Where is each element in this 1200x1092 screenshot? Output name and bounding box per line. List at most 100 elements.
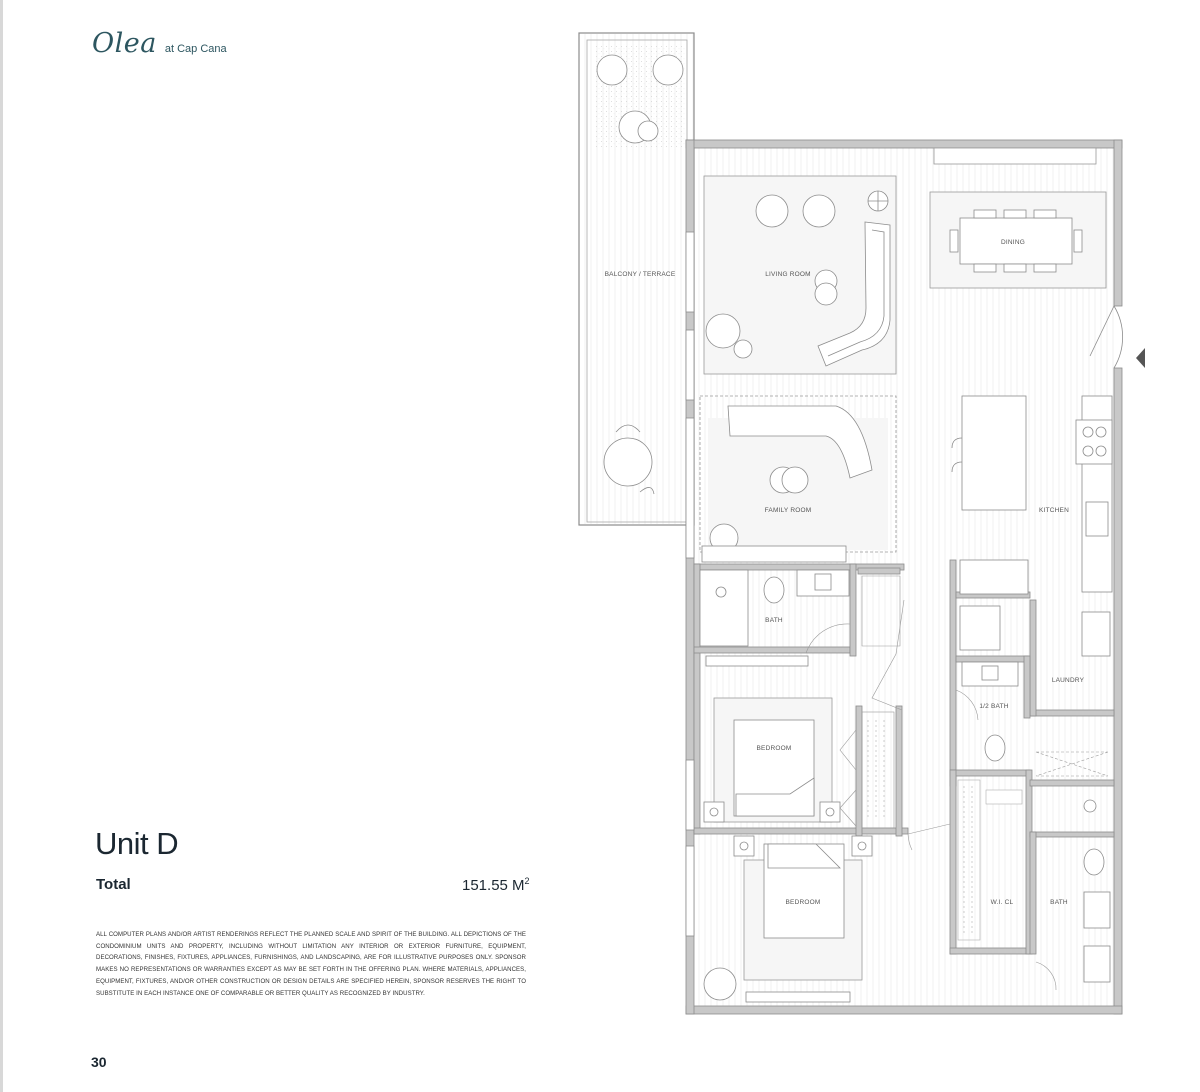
left-windows bbox=[685, 231, 695, 937]
page-edge bbox=[0, 0, 3, 1092]
lamp-icon bbox=[857, 841, 867, 851]
toilet bbox=[984, 734, 1006, 762]
family-sofa bbox=[727, 405, 873, 479]
kitchen-fixtures bbox=[951, 395, 1113, 657]
wall-closet-right bbox=[895, 705, 903, 837]
wall-top bbox=[685, 139, 1123, 149]
wall-wic-top bbox=[949, 769, 1031, 777]
living-furniture bbox=[705, 190, 891, 367]
toilet bbox=[763, 576, 785, 604]
sink bbox=[1083, 891, 1111, 929]
dining-chair bbox=[1033, 263, 1057, 273]
dresser bbox=[745, 991, 851, 1003]
refrigerator bbox=[959, 559, 1029, 595]
total-label: Total bbox=[96, 876, 131, 893]
total-area: 151.55 M2 bbox=[462, 876, 530, 894]
wall-bedrooms-divider bbox=[693, 827, 909, 835]
sink bbox=[981, 665, 999, 681]
bed-pillow bbox=[767, 843, 841, 869]
wall-laundry-left bbox=[1029, 599, 1037, 717]
wall-bath-right bbox=[849, 563, 857, 657]
room-label-dining: DINING bbox=[1001, 239, 1025, 246]
lounge-chair bbox=[596, 54, 628, 86]
bath-1-fixtures bbox=[699, 569, 850, 667]
window bbox=[685, 329, 695, 401]
bath-2-fixtures bbox=[1083, 799, 1111, 983]
sink bbox=[1083, 945, 1111, 983]
kitchen-island bbox=[961, 395, 1027, 511]
burner-icon bbox=[1095, 445, 1107, 457]
ceiling-hatch bbox=[1035, 751, 1109, 777]
shower-head-icon bbox=[1083, 799, 1097, 813]
shower-drain-icon bbox=[715, 586, 727, 598]
page-number: 30 bbox=[91, 1054, 107, 1070]
room-label-laundry: LAUNDRY bbox=[1052, 677, 1085, 684]
laundry-sink bbox=[1081, 611, 1111, 657]
room-label-kitchen: KITCHEN bbox=[1039, 507, 1069, 514]
wall-right-upper bbox=[1113, 139, 1123, 307]
room-label-half-bath: 1/2 BATH bbox=[979, 703, 1008, 710]
balcony-furniture bbox=[596, 54, 684, 495]
room-label-family: FAMILY ROOM bbox=[765, 507, 812, 514]
hall-closet bbox=[861, 575, 901, 647]
wic-shelving bbox=[957, 779, 1023, 941]
brand: Olea at Cap Cana bbox=[92, 28, 227, 59]
lamp-icon bbox=[709, 807, 719, 817]
exterior-walls bbox=[685, 139, 1123, 1015]
armchair bbox=[703, 967, 737, 1001]
lamp-icon bbox=[825, 807, 835, 817]
half-bath-door[interactable] bbox=[955, 689, 979, 721]
entry-door[interactable] bbox=[1089, 305, 1123, 369]
dining-furniture bbox=[949, 209, 1083, 273]
closet-door[interactable] bbox=[839, 729, 857, 827]
shower bbox=[699, 569, 749, 647]
wall-wic-left bbox=[949, 769, 957, 955]
room-label-balcony: BALCONY / TERRACE bbox=[605, 271, 676, 278]
sofa-seat-line bbox=[827, 229, 885, 357]
media-console bbox=[701, 545, 847, 563]
wall-closet-top bbox=[857, 567, 901, 575]
dining-chair bbox=[973, 209, 997, 219]
wall-bath2-left bbox=[1029, 831, 1037, 955]
washer-dryer bbox=[959, 605, 1001, 651]
dining-chair bbox=[1003, 209, 1027, 219]
burner-icon bbox=[1082, 445, 1094, 457]
cooktop bbox=[1075, 419, 1113, 465]
bedroom-1-closet bbox=[861, 711, 895, 829]
top-sill bbox=[933, 147, 1097, 165]
bath-2-door[interactable] bbox=[1035, 961, 1057, 991]
lounge-chair bbox=[755, 194, 789, 228]
window bbox=[685, 759, 695, 831]
burner-icon bbox=[1082, 426, 1094, 438]
lounge-chair bbox=[652, 54, 684, 86]
lounge-chair bbox=[802, 194, 836, 228]
total-area-value: 151.55 M bbox=[462, 877, 525, 894]
family-furniture bbox=[701, 405, 873, 563]
wall-wic-bottom bbox=[949, 947, 1031, 955]
wall-bedroom-left bbox=[693, 563, 701, 835]
toilet bbox=[1083, 848, 1105, 876]
dining-chair bbox=[1003, 263, 1027, 273]
bedroom-2-furniture bbox=[703, 835, 873, 1003]
sectional-sofa bbox=[817, 221, 891, 367]
dining-chair bbox=[1073, 229, 1083, 253]
room-label-living: LIVING ROOM bbox=[765, 271, 811, 278]
lamp-icon bbox=[868, 191, 888, 211]
wall-right-lower bbox=[1113, 367, 1123, 1015]
unit-title: Unit D bbox=[95, 826, 179, 861]
closet-bifold-door[interactable] bbox=[871, 599, 905, 711]
wall-bath-bottom bbox=[693, 646, 851, 654]
bath-1-door[interactable] bbox=[805, 623, 851, 654]
outdoor-table bbox=[603, 437, 653, 487]
total-area-unit: 2 bbox=[524, 876, 530, 886]
outdoor-chairs bbox=[615, 424, 655, 495]
armchair-ottoman bbox=[733, 339, 753, 359]
wall-core-left bbox=[949, 559, 957, 787]
dining-chair bbox=[973, 263, 997, 273]
brand-subtitle: at Cap Cana bbox=[164, 43, 227, 55]
bedroom-2-door[interactable] bbox=[907, 823, 951, 851]
window bbox=[685, 845, 695, 937]
room-label-bedroom-1: BEDROOM bbox=[757, 745, 792, 752]
room-label-bedroom-2: BEDROOM bbox=[786, 899, 821, 906]
